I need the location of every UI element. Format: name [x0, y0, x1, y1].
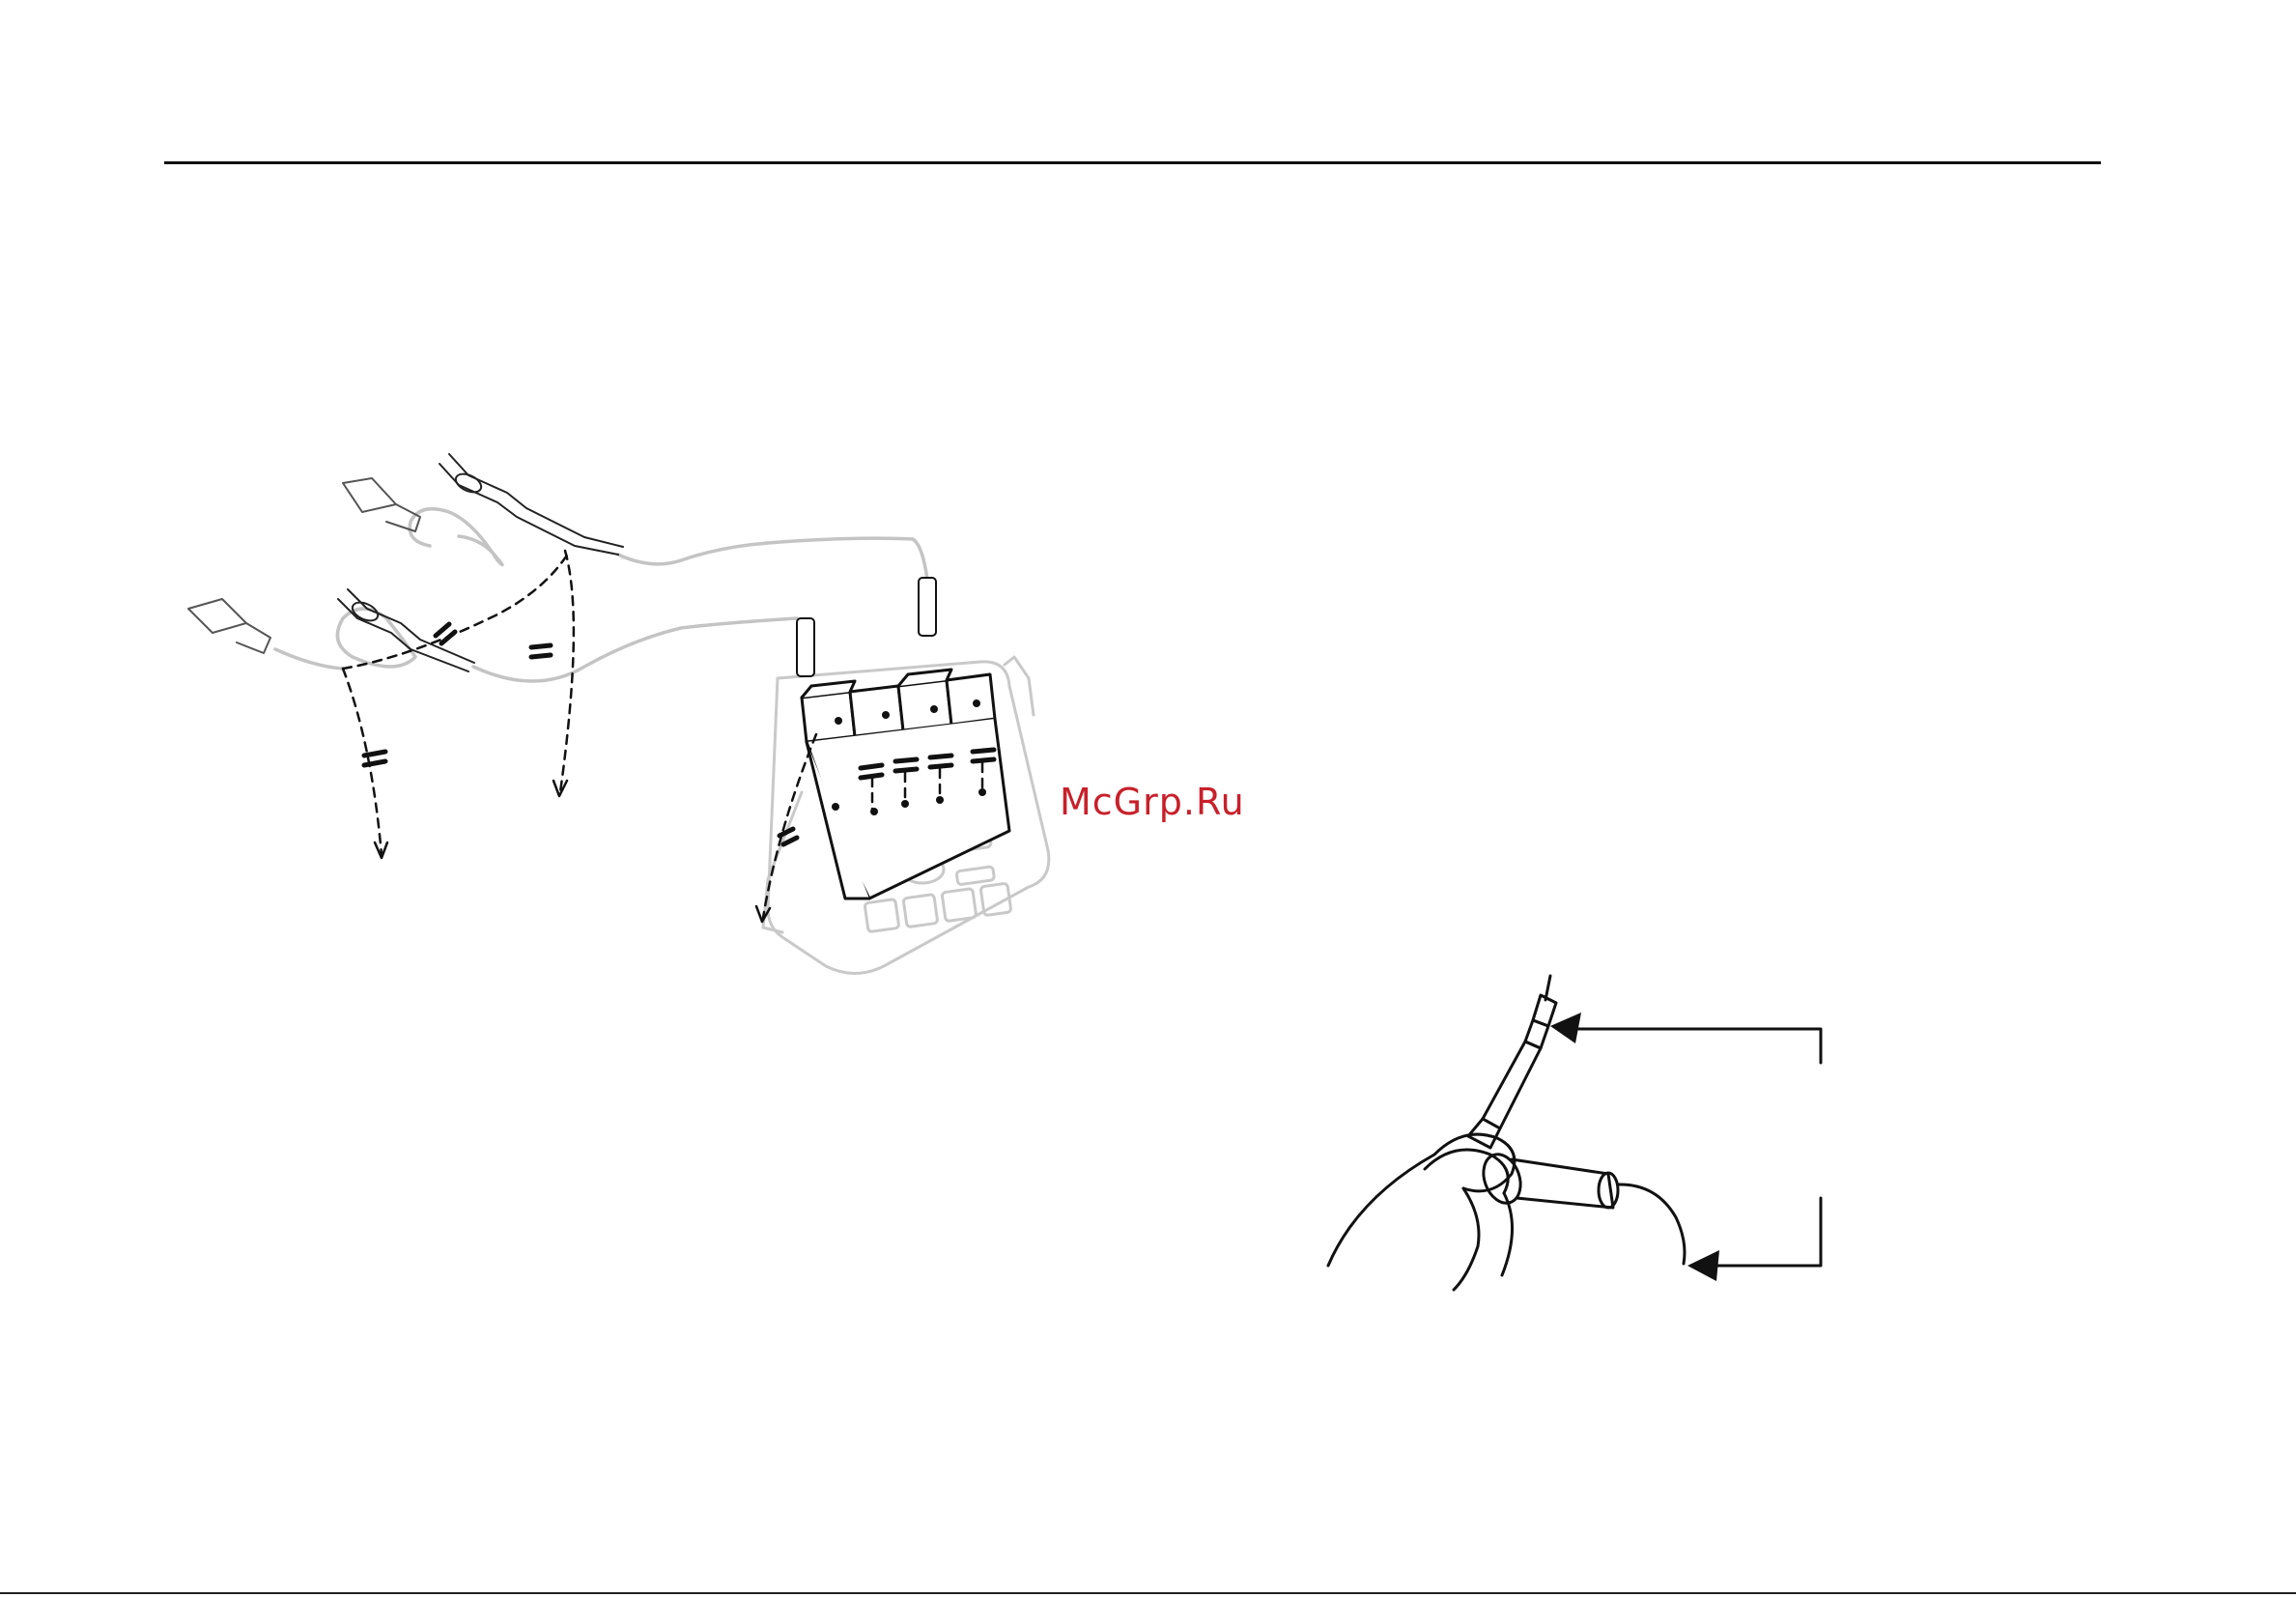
isolated-inputs-figure [179, 425, 1087, 985]
probe-cables [275, 509, 927, 681]
bnc-connectors [797, 578, 936, 676]
header-rule [164, 161, 2101, 164]
probe-tip-icon [1328, 976, 1556, 1290]
alligator-clip-icon [188, 478, 420, 653]
callout-arrows [1570, 1029, 1821, 1266]
arrowheads [375, 781, 770, 922]
arrowhead-icons [1550, 1013, 1719, 1281]
watermark-text: McGrp.Ru [1060, 781, 1245, 823]
probe-tip-figure [1318, 956, 1859, 1304]
footer-rule [0, 1592, 2296, 1594]
